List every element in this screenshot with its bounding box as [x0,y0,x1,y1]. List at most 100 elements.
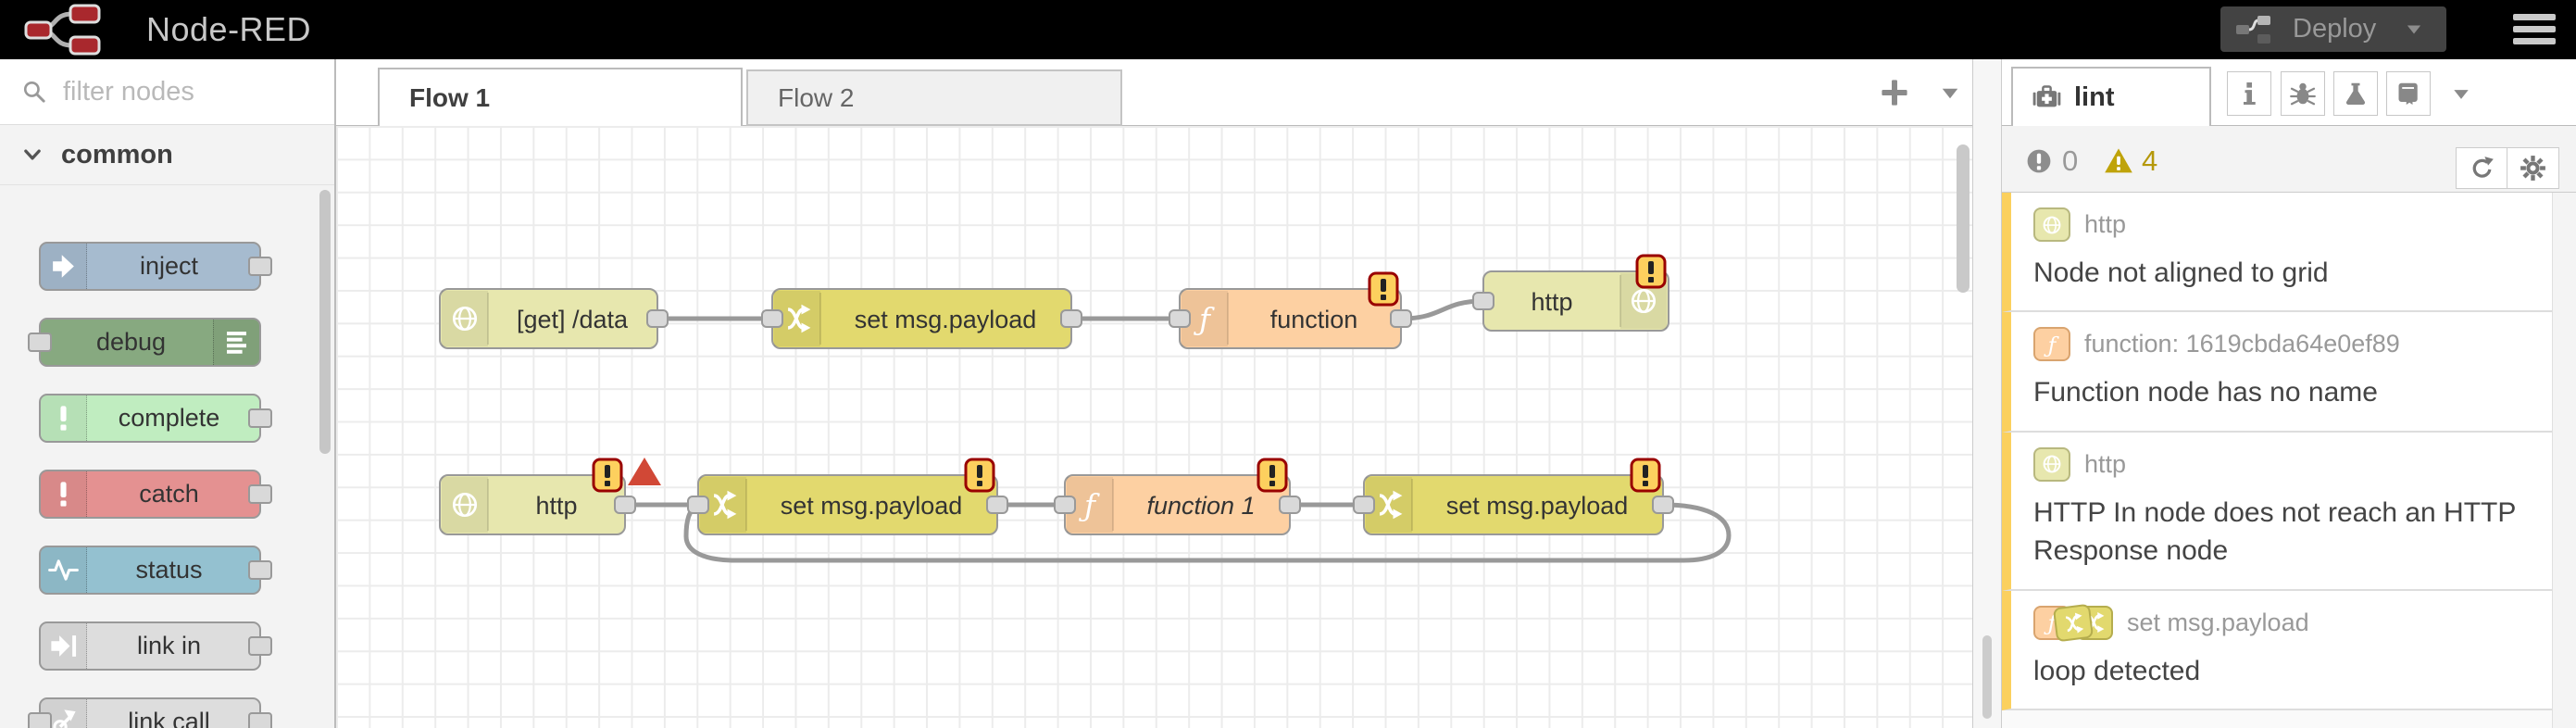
palette-node-complete[interactable]: complete [39,394,272,443]
node-output-port[interactable] [248,408,272,428]
tab-flow-2[interactable]: Flow 2 [746,69,1122,126]
sidebar: lint 0 4 [2002,59,2576,728]
settings-button[interactable] [2507,147,2559,189]
node-input-port[interactable] [28,711,52,728]
tab-label: Flow 2 [778,82,855,112]
refresh-button[interactable] [2456,147,2507,189]
flow-node-http-in[interactable]: http [439,458,661,535]
node-input-port[interactable] [761,309,783,328]
flow-node-http-response[interactable]: http [1472,254,1669,332]
palette-node-label: catch [139,480,199,508]
add-flow-button[interactable] [1869,67,1920,119]
lint-entry[interactable]: set msg.payload loop detected [2002,590,2553,710]
node-output-port[interactable] [1279,496,1301,514]
node-input-port[interactable] [1353,496,1375,514]
sidebar-tab-help[interactable] [2386,71,2431,116]
node-icon-stack [2033,603,2113,642]
warning-count-value: 4 [2142,144,2158,177]
lint-entry-node: function: 1619cbda64e0ef89 [2084,330,2400,358]
node-label: http [535,492,577,520]
separator-grip[interactable] [1982,635,1992,719]
node-output-port[interactable] [248,256,272,276]
menu-icon [2513,14,2556,20]
palette-scrollbar[interactable] [319,190,331,454]
node-output-port[interactable] [1060,309,1082,328]
error-count[interactable]: 0 [2024,144,2078,178]
warning-count[interactable]: 4 [2104,144,2157,178]
node-input-port[interactable] [1054,496,1076,514]
palette-node-list: inject debug complete catch status [0,185,334,728]
sidebar-tab-tests[interactable] [2333,71,2378,116]
tab-flow-1[interactable]: Flow 1 [378,68,743,126]
lint-entry[interactable]: function: 1619cbda64e0ef89 Function node… [2002,312,2553,433]
node-output-port[interactable] [248,559,272,580]
node-input-port[interactable] [1472,292,1494,310]
node-input-port[interactable] [28,332,52,352]
node-output-port[interactable] [986,496,1008,514]
node-output-port[interactable] [248,711,272,728]
sidebar-tab-debug[interactable] [2281,71,2325,116]
sidebar-separator[interactable] [1972,59,2002,728]
sidebar-tabbar: lint [2002,59,2576,126]
flow-canvas[interactable]: [get] /data set msg.payload [336,126,1972,728]
flow-node-change-2[interactable]: set msg.payload [687,458,1008,535]
flow-node-change-1[interactable]: set msg.payload [761,288,1082,349]
app-title: Node-RED [146,10,312,48]
status-pulse-icon [41,547,87,593]
flow-list-button[interactable] [1936,80,1964,107]
warning-badge [592,458,623,493]
node-output-port[interactable] [646,309,669,328]
node-output-port[interactable] [248,483,272,504]
deploy-label: Deploy [2293,14,2377,44]
lint-entry[interactable]: http Node not aligned to grid [2002,193,2553,313]
lint-entry-message: HTTP In node does not reach an HTTP Resp… [2033,496,2516,567]
palette-node-label: link in [136,632,202,659]
wire[interactable] [1398,298,1486,321]
error-triangle-icon [628,458,661,485]
palette-search [0,59,334,125]
shuffle-icon [2052,603,2095,642]
search-icon [20,78,48,106]
category-label: common [61,139,173,169]
lint-entry[interactable]: http HTTP In node does not reach an HTTP… [2002,432,2553,591]
node-label: function [1270,306,1358,333]
deploy-caret-down-icon[interactable] [2402,18,2426,42]
node-label: set msg.payload [781,492,963,520]
node-label: http [1531,288,1572,316]
sidebar-tab-info[interactable] [2227,71,2271,116]
node-output-port[interactable] [1652,496,1674,514]
chevron-down-icon [20,143,44,167]
category-common[interactable]: common [0,125,334,185]
flow-tabbar: Flow 1 Flow 2 [336,59,1972,126]
bug-icon [2289,80,2317,107]
node-output-port[interactable] [248,635,272,656]
palette-node-link-call[interactable]: link call [28,697,272,728]
deploy-icon [2236,15,2270,44]
search-input[interactable] [61,75,296,108]
flow-node-function[interactable]: function [1169,271,1412,349]
palette-node-debug[interactable]: debug [28,318,261,367]
refresh-icon [2469,155,2495,182]
flow-node-http-in-get-data[interactable]: [get] /data [439,288,669,349]
palette-node-catch[interactable]: catch [39,470,272,519]
flow-node-function-1[interactable]: function 1 [1054,458,1301,535]
node-output-port[interactable] [1390,309,1412,328]
node-output-port[interactable] [614,496,636,514]
node-input-port[interactable] [1169,309,1191,328]
tab-lint[interactable]: lint [2011,67,2211,126]
palette-node-inject[interactable]: inject [39,242,272,291]
palette-node-status[interactable]: status [39,546,272,595]
menu-button[interactable] [2513,14,2557,47]
wire-loop[interactable] [683,502,1732,563]
palette-node-label: inject [139,252,199,280]
lint-entry-message: Function node has no name [2033,377,2378,408]
canvas-scrollbar[interactable] [1957,144,1970,293]
node-input-port[interactable] [687,496,709,514]
deploy-button[interactable]: Deploy [2220,6,2446,52]
palette-node-link-in[interactable]: link in [39,621,272,671]
lint-entry-node: http [2084,449,2127,478]
sidebar-tab-list-button[interactable] [2448,82,2474,107]
flow-node-change-3[interactable]: set msg.payload [1353,458,1674,535]
lint-tab-label: lint [2074,82,2115,112]
sidebar-scrollbar-gutter[interactable] [2552,193,2576,728]
